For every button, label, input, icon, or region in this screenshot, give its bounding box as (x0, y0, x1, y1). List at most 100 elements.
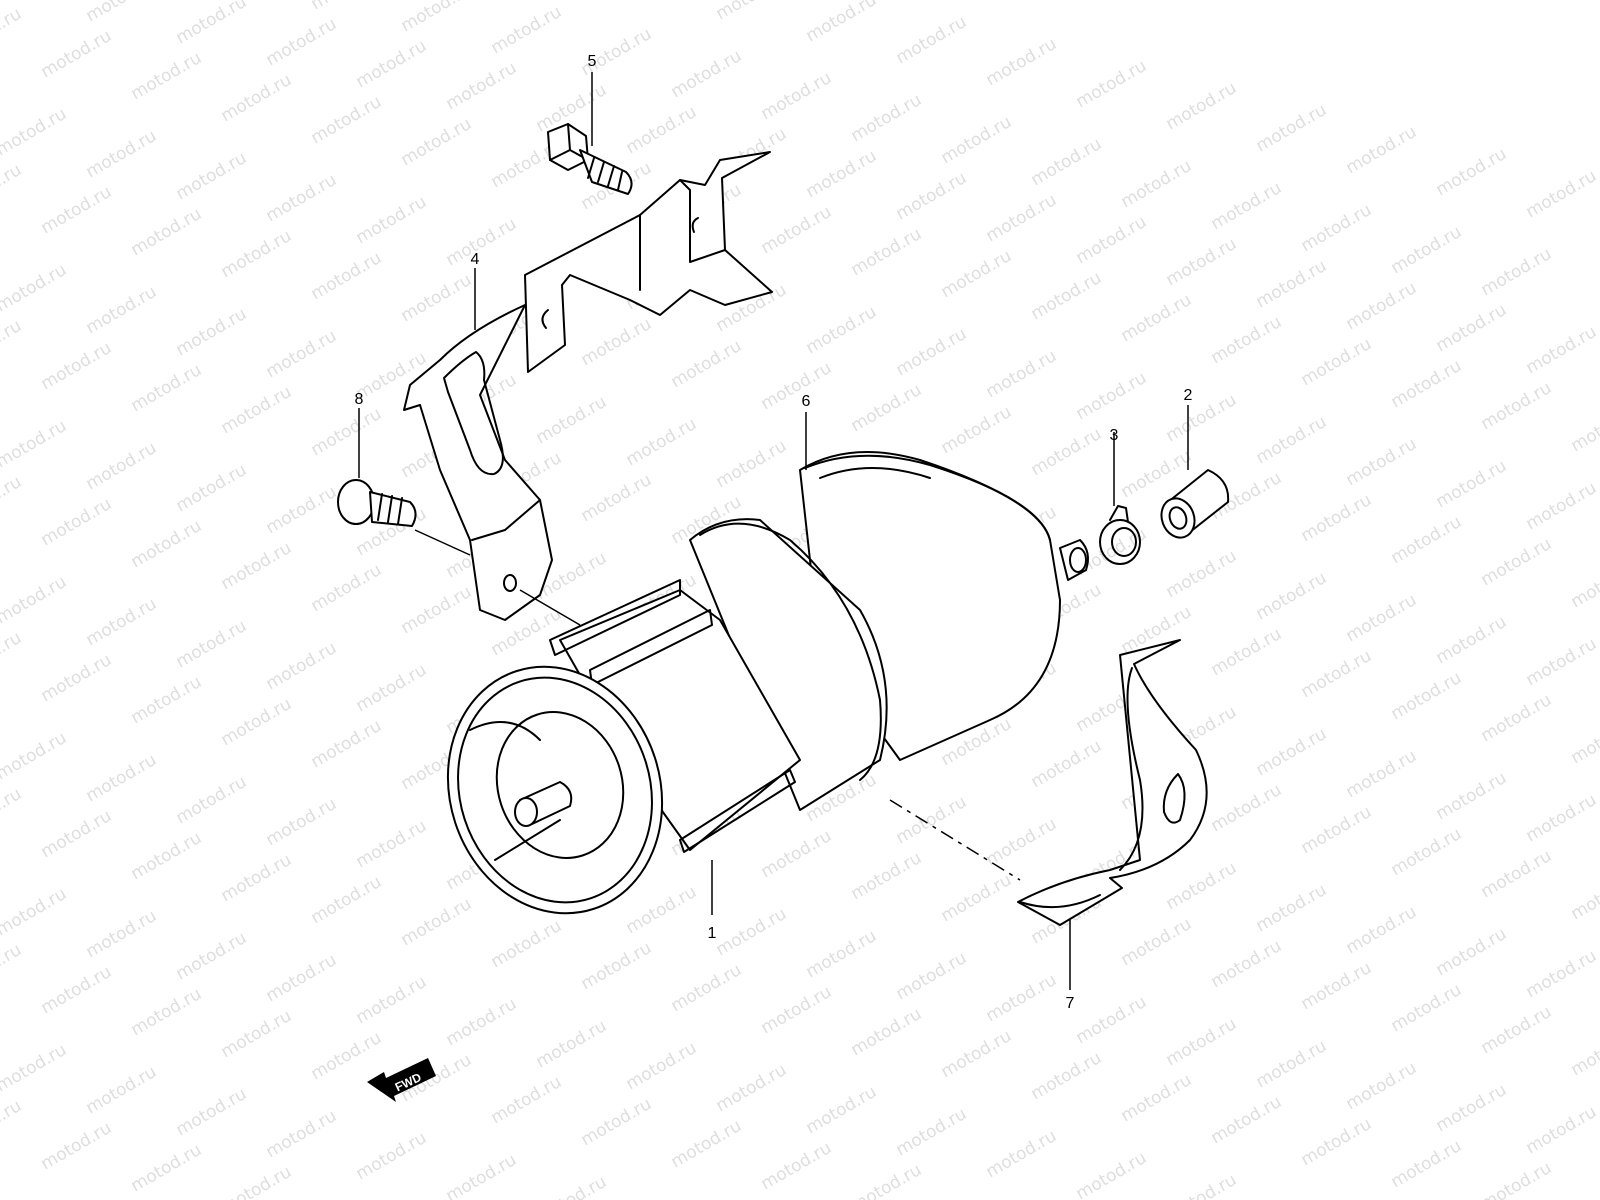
watermark-text: motod.ru (1118, 290, 1196, 346)
watermark-text: motod.ru (1568, 868, 1600, 924)
watermark-text: motod.ru (533, 1172, 611, 1200)
watermark-text: motod.ru (353, 192, 431, 248)
watermark-text: motod.ru (173, 148, 251, 204)
watermark-text: motod.ru (263, 482, 341, 538)
watermark-text: motod.ru (1388, 512, 1466, 568)
watermark-text: motod.ru (1433, 768, 1511, 824)
watermark-text: motod.ru (353, 36, 431, 92)
watermark-text: motod.ru (1388, 668, 1466, 724)
watermark-text: motod.ru (173, 616, 251, 672)
watermark-text: motod.ru (1253, 568, 1331, 624)
watermark-text: motod.ru (308, 716, 386, 772)
watermark-text: motod.ru (218, 70, 296, 126)
watermark-text: motod.ru (218, 1006, 296, 1062)
watermark-text: motod.ru (533, 392, 611, 448)
watermark-text: motod.ru (1298, 334, 1376, 390)
watermark-text: motod.ru (83, 1062, 161, 1118)
watermark-text: motod.ru (893, 792, 971, 848)
watermark-text: motod.ru (1253, 1036, 1331, 1092)
watermark-text: motod.ru (263, 326, 341, 382)
watermark-text: motod.ru (848, 1004, 926, 1060)
part-1-pump-body (446, 451, 1089, 915)
watermark-text: motod.ru (38, 494, 116, 550)
watermark-text: motod.ru (83, 438, 161, 494)
watermark-text: motod.ru (578, 938, 656, 994)
watermark-text: motod.ru (623, 1038, 701, 1094)
watermark-text: motod.ru (0, 104, 70, 160)
watermark-text: motod.ru (1208, 312, 1286, 368)
watermark-text: motod.ru (1343, 1058, 1421, 1114)
watermark-text: motod.ru (1298, 490, 1376, 546)
watermark-text: motod.ru (308, 0, 386, 14)
callout-8: 8 (355, 391, 364, 408)
watermark-text: motod.ru (353, 816, 431, 872)
watermark-text: motod.ru (83, 0, 161, 26)
watermark-text: motod.ru (38, 1118, 116, 1174)
watermark-text: motod.ru (578, 1094, 656, 1150)
part-5-flange-bolt (547, 123, 633, 195)
watermark-text: motod.ru (0, 940, 25, 996)
watermark-text: motod.ru (758, 1138, 836, 1194)
watermark-text: motod.ru (1523, 946, 1600, 1002)
watermark-text: motod.ru (1343, 122, 1421, 178)
watermark-text: motod.ru (38, 338, 116, 394)
watermark-text: motod.ru (1253, 724, 1331, 780)
watermark-text: motod.ru (983, 970, 1061, 1026)
watermark-text: motod.ru (1568, 400, 1600, 456)
watermark-text: motod.ru (848, 90, 926, 146)
watermark-text: motod.ru (1523, 634, 1600, 690)
alignment-lines (414, 529, 1021, 881)
part-3-hose-clamp (1099, 505, 1141, 565)
watermark-text: motod.ru (983, 1126, 1061, 1182)
watermark-text: motod.ru (443, 214, 521, 270)
watermark-text: motod.ru (983, 346, 1061, 402)
watermark-text: motod.ru (713, 436, 791, 492)
watermark-text: motod.ru (1388, 1136, 1466, 1192)
watermark-text: motod.ru (308, 248, 386, 304)
watermark-text: motod.ru (488, 1072, 566, 1128)
watermark-text: motod.ru (1433, 144, 1511, 200)
callout-labels: 1 2 3 4 5 6 7 8 (355, 53, 1193, 1012)
watermark-text: motod.ru (1343, 902, 1421, 958)
watermark-text: motod.ru (443, 1150, 521, 1200)
watermark-text: motod.ru (1388, 222, 1466, 278)
watermark-text: motod.ru (1388, 824, 1466, 880)
watermark-text: motod.ru (1478, 846, 1556, 902)
watermark-text: motod.ru (0, 316, 25, 372)
watermark-text: motod.ru (308, 1028, 386, 1084)
watermark-text: motod.ru (713, 904, 791, 960)
watermark-text: motod.ru (1118, 1070, 1196, 1126)
watermark-text: motod.ru (893, 324, 971, 380)
watermark-text: motod.ru (1388, 356, 1466, 412)
watermark-text: motod.ru (83, 594, 161, 650)
watermark-text: motod.ru (848, 380, 926, 436)
watermark-text: motod.ru (263, 794, 341, 850)
callout-6: 6 (802, 393, 811, 410)
watermark-text: motod.ru (1478, 1158, 1556, 1200)
watermark-text: motod.ru (218, 538, 296, 594)
watermark-text: motod.ru (83, 282, 161, 338)
watermark-text: motod.ru (1208, 624, 1286, 680)
watermark-text: motod.ru (983, 814, 1061, 870)
watermark-text: motod.ru (38, 650, 116, 706)
watermark-text: motod.ru (1298, 200, 1376, 256)
callout-1: 1 (708, 925, 717, 942)
watermark-text: motod.ru (173, 304, 251, 360)
part-2-fuel-hose (1160, 469, 1230, 539)
watermark-text: motod.ru (1568, 556, 1600, 612)
watermark-text: motod.ru (128, 672, 206, 728)
watermark-text: motod.ru (83, 906, 161, 962)
watermark-text: motod.ru (668, 1116, 746, 1172)
watermark-text: motod.ru (1523, 1102, 1600, 1158)
watermark-text: motod.ru (218, 382, 296, 438)
watermark-text: motod.ru (353, 972, 431, 1028)
callout-5: 5 (588, 53, 597, 70)
watermark-text: motod.ru (1433, 924, 1511, 980)
callout-7: 7 (1066, 995, 1075, 1012)
callout-3: 3 (1110, 427, 1119, 444)
watermark-text: motod.ru (0, 472, 25, 528)
watermark-text: motod.ru (1073, 1148, 1151, 1200)
watermark-text: motod.ru (623, 0, 701, 2)
watermark-text: motod.ru (263, 170, 341, 226)
watermark-text: motod.ru (128, 516, 206, 572)
